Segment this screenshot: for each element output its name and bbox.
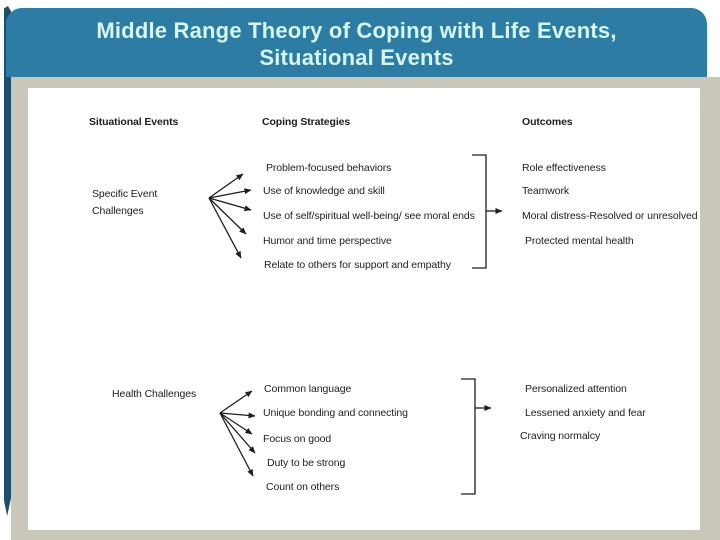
diagram-panel: Situational Events Coping Strategies Out… [28,88,700,530]
outcome-personalized-attention: Personalized attention [525,383,627,395]
fan-arrows-specific-event [208,173,252,259]
bracket-arrow-top [472,154,503,269]
strategy-count-on-others: Count on others [266,481,340,493]
bracket-arrow-bottom [461,378,492,495]
strategy-duty-to-be-strong: Duty to be strong [267,457,346,469]
outcome-role-effectiveness: Role effectiveness [522,162,606,174]
slide-title-line1: Middle Range Theory of Coping with Life … [96,17,617,43]
column-header-situational-events: Situational Events [89,116,179,128]
source-specific-event-challenges: Specific Event Challenges [92,186,157,220]
strategy-focus-on-good: Focus on good [263,433,332,445]
source-health-challenges: Health Challenges [112,388,197,400]
connector-arrows [208,154,503,495]
strategy-unique-bonding: Unique bonding and connecting [263,407,408,419]
outcome-protected-mental-health: Protected mental health [525,235,634,247]
source-specific-event-line1: Specific Event [92,188,158,200]
slide-title-bar: Middle Range Theory of Coping with Life … [6,8,707,77]
strategy-humor-time: Humor and time perspective [263,235,392,247]
strategy-common-language: Common language [264,383,352,395]
strategy-problem-focused: Problem-focused behaviors [266,162,392,174]
outcome-moral-distress: Moral distress-Resolved or unresolved [522,210,698,222]
outcome-teamwork: Teamwork [522,185,570,197]
left-accent-bar [4,6,11,516]
slide-title-line2: Situational Events [259,44,454,70]
column-header-outcomes: Outcomes [522,116,573,128]
outcome-craving-normalcy: Craving normalcy [520,430,601,442]
column-header-coping-strategies: Coping Strategies [262,116,351,128]
fan-arrows-health-challenges [219,390,256,477]
strategy-knowledge-skill: Use of knowledge and skill [263,185,385,197]
outcome-lessened-anxiety: Lessened anxiety and fear [525,407,646,419]
source-specific-event-line2: Challenges [92,205,144,217]
strategy-self-spiritual: Use of self/spiritual well-being/ see mo… [263,210,475,222]
strategy-relate-to-others: Relate to others for support and empathy [264,259,451,271]
